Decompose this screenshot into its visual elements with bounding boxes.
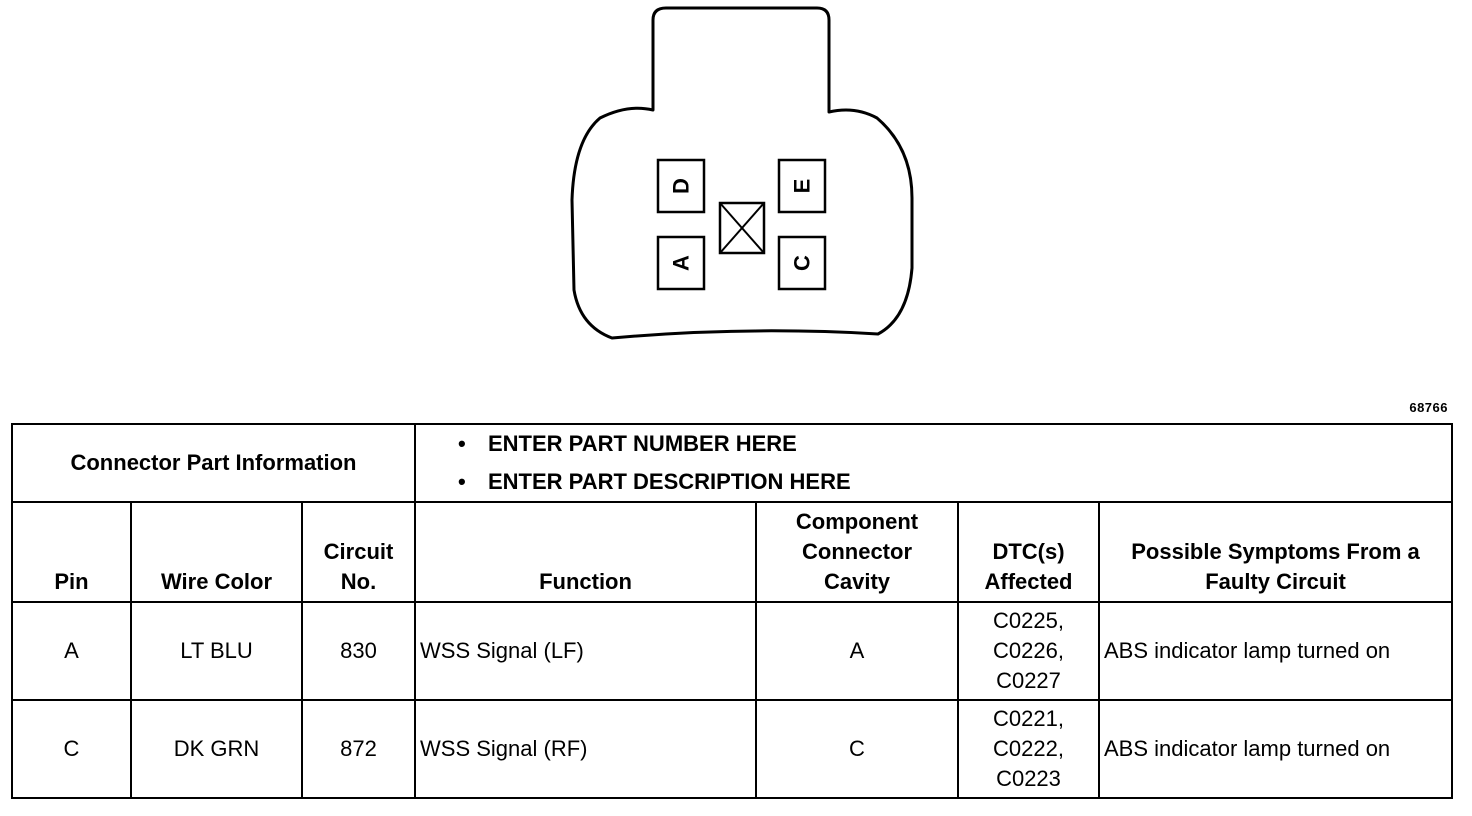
cavity-c-label: C xyxy=(790,255,815,271)
header-wire-color: Wire Color xyxy=(130,501,303,603)
cavity-a-label: A xyxy=(669,255,694,271)
header-circuit-no: Circuit No. xyxy=(301,501,416,603)
part-number-item: ENTER PART NUMBER HERE xyxy=(460,425,1447,463)
cell-symptoms: ABS indicator lamp turned on xyxy=(1098,699,1453,799)
cell-circuit-no: 830 xyxy=(301,601,416,701)
cell-symptoms: ABS indicator lamp turned on xyxy=(1098,601,1453,701)
cell-pin: C xyxy=(11,699,132,799)
cavity-a: A xyxy=(656,235,706,291)
cell-wire-color: DK GRN xyxy=(130,699,303,799)
figure-id: 68766 xyxy=(1409,400,1448,415)
header-pin: Pin xyxy=(11,501,132,603)
connector-face-diagram: D E A C xyxy=(570,6,914,340)
part-description-item: ENTER PART DESCRIPTION HERE xyxy=(460,463,1447,501)
table-header-row: Pin Wire Color Circuit No. Function Comp… xyxy=(11,501,1453,603)
cell-cavity: A xyxy=(755,601,959,701)
cavity-d: D xyxy=(656,158,706,214)
header-symptoms: Possible Symptoms From a Faulty Circuit xyxy=(1098,501,1453,603)
header-dtc: DTC(s) Affected xyxy=(957,501,1100,603)
cavity-e: E xyxy=(777,158,827,214)
plugged-cavity-icon xyxy=(718,201,766,255)
connector-housing-outline xyxy=(570,6,914,340)
part-info-row: Connector Part Information ENTER PART NU… xyxy=(11,423,1453,503)
cell-cavity: C xyxy=(755,699,959,799)
part-info-values: ENTER PART NUMBER HERE ENTER PART DESCRI… xyxy=(414,423,1453,503)
cell-dtc: C0221, C0222, C0223 xyxy=(957,699,1100,799)
cavity-c: C xyxy=(777,235,827,291)
header-cavity: Component Connector Cavity xyxy=(755,501,959,603)
table-row: A LT BLU 830 WSS Signal (LF) A C0225, C0… xyxy=(11,601,1453,701)
cell-dtc: C0225, C0226, C0227 xyxy=(957,601,1100,701)
cell-wire-color: LT BLU xyxy=(130,601,303,701)
cavity-e-label: E xyxy=(790,179,815,194)
part-info-label: Connector Part Information xyxy=(11,423,416,503)
cell-function: WSS Signal (LF) xyxy=(414,601,757,701)
connector-info-table: Connector Part Information ENTER PART NU… xyxy=(11,423,1453,799)
cell-circuit-no: 872 xyxy=(301,699,416,799)
cavity-d-label: D xyxy=(669,178,694,194)
table-row: C DK GRN 872 WSS Signal (RF) C C0221, C0… xyxy=(11,699,1453,799)
cell-pin: A xyxy=(11,601,132,701)
cell-function: WSS Signal (RF) xyxy=(414,699,757,799)
header-function: Function xyxy=(414,501,757,603)
